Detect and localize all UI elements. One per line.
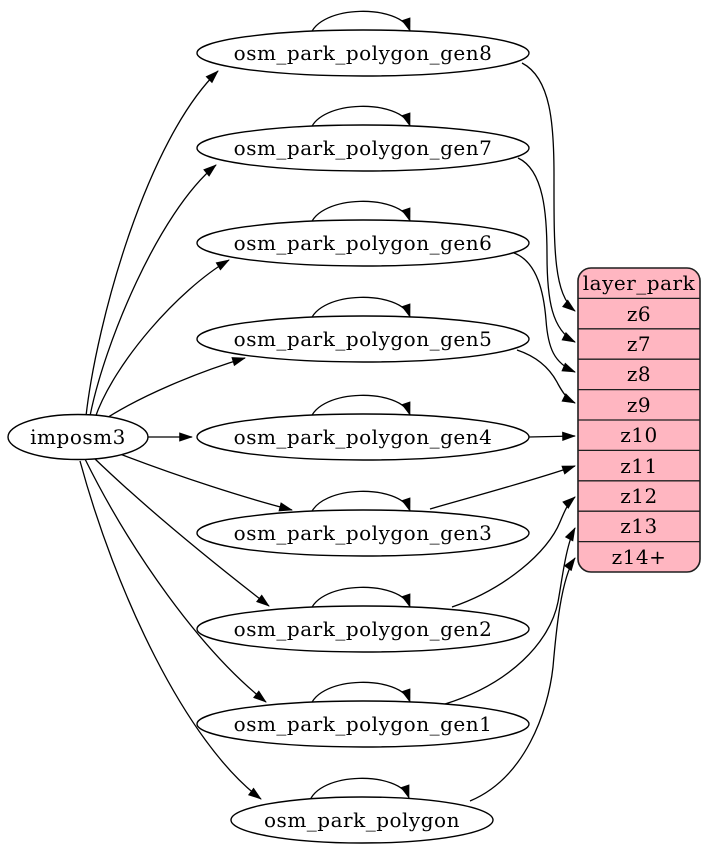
self-loop-gen2 — [309, 586, 411, 613]
self-loop-gen4 — [309, 394, 411, 421]
node-osm-park-polygon-gen4: osm_park_polygon_gen4 — [196, 413, 530, 461]
edge-gen2-z12 — [451, 496, 576, 608]
layer-park-row-z10: z10 — [620, 423, 658, 447]
layer-park-row-z7: z7 — [627, 332, 651, 356]
node-osm-park-polygon-gen1: osm_park_polygon_gen1 — [196, 700, 530, 748]
self-loop-gen7 — [309, 105, 411, 132]
gen8-ellipse — [196, 29, 530, 77]
gen3-ellipse — [196, 509, 530, 557]
gen3-label: osm_park_polygon_gen3 — [234, 521, 493, 545]
node-osm-park-polygon-gen6: osm_park_polygon_gen6 — [196, 219, 530, 267]
self-loop-gen6 — [309, 200, 411, 227]
edge-imposm3-gen5 — [101, 357, 246, 422]
gen1-ellipse — [196, 700, 530, 748]
edge-gen7-z7 — [517, 157, 576, 343]
edge-imposm3-gen1 — [84, 458, 267, 703]
node-osm-park-polygon-gen5: osm_park_polygon_gen5 — [196, 315, 530, 363]
gen2-ellipse — [196, 605, 530, 653]
edge-imposm3-gen6 — [94, 259, 230, 419]
imposm3-ellipse — [7, 413, 149, 461]
node-osm-park-polygon-gen7: osm_park_polygon_gen7 — [196, 124, 530, 172]
gen5-label: osm_park_polygon_gen5 — [234, 327, 493, 351]
edge-gen8-z6 — [521, 62, 576, 312]
node-imposm3: imposm3 — [7, 413, 149, 461]
self-loops — [308, 10, 411, 804]
edge-polygon-z14 — [469, 557, 576, 802]
gen4-label: osm_park_polygon_gen4 — [234, 425, 493, 449]
node-osm-park-polygon-gen8: osm_park_polygon_gen8 — [196, 29, 530, 77]
edges-to-layer-rows — [429, 62, 576, 802]
layer-park-row-z8: z8 — [627, 362, 651, 386]
edges-from-source — [79, 70, 293, 800]
edge-gen1-z13 — [444, 527, 576, 705]
self-loop-gen1 — [309, 681, 411, 708]
gen4-ellipse — [196, 413, 530, 461]
gen5-ellipse — [196, 315, 530, 363]
layer-park-row-z9: z9 — [627, 393, 651, 417]
gen7-label: osm_park_polygon_gen7 — [234, 136, 493, 160]
gen8-label: osm_park_polygon_gen8 — [234, 41, 493, 65]
edge-imposm3-gen3 — [119, 453, 293, 512]
node-osm-park-polygon-gen2: osm_park_polygon_gen2 — [196, 605, 530, 653]
self-loop-gen3 — [309, 490, 411, 517]
gen6-ellipse — [196, 219, 530, 267]
edge-gen6-z8 — [513, 252, 576, 373]
edge-gen3-z11 — [429, 465, 576, 510]
layer-park-row-z6: z6 — [627, 302, 651, 326]
polygon-ellipse — [230, 796, 494, 844]
node-osm-park-polygon-gen3: osm_park_polygon_gen3 — [196, 509, 530, 557]
layer-park-row-z11: z11 — [620, 454, 658, 478]
self-loop-gen5 — [309, 296, 411, 323]
imposm3-label: imposm3 — [30, 425, 126, 449]
self-loop-polygon — [308, 777, 410, 804]
layer-park-row-z13: z13 — [620, 514, 658, 538]
edge-gen4-z10 — [528, 431, 576, 441]
gen6-label: osm_park_polygon_gen6 — [234, 231, 493, 255]
node-osm-park-polygon: osm_park_polygon — [230, 796, 494, 844]
edge-imposm3-gen7 — [89, 164, 217, 417]
edge-imposm3-gen8 — [85, 70, 219, 417]
gen7-ellipse — [196, 124, 530, 172]
layer-park-header: layer_park — [583, 271, 696, 295]
self-loop-gen8 — [309, 10, 411, 37]
node-layer-park: layer_park z6 z7 z8 z9 z10 z11 z12 z13 z… — [577, 267, 701, 573]
edge-imposm3-gen2 — [93, 457, 270, 607]
edge-gen5-z9 — [516, 349, 576, 404]
layer-park-row-z14: z14+ — [612, 545, 667, 569]
gen1-label: osm_park_polygon_gen1 — [234, 712, 493, 736]
gen2-label: osm_park_polygon_gen2 — [234, 617, 493, 641]
edge-imposm3-polygon — [79, 460, 262, 800]
polygon-label: osm_park_polygon — [264, 808, 460, 832]
layer-park-row-z12: z12 — [620, 484, 658, 508]
